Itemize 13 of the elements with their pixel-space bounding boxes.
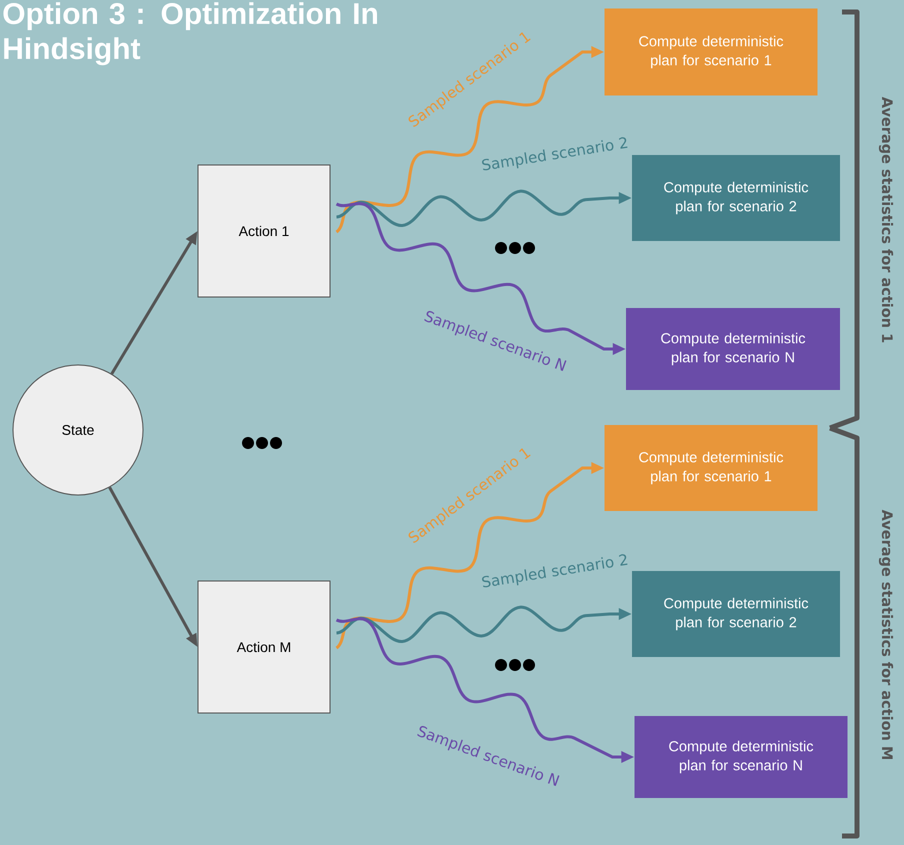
- plan-box: Compute deterministic plan for scenario 2: [632, 571, 840, 657]
- plan-box: Compute deterministic plan for scenario N: [626, 308, 840, 390]
- plan-box: Compute deterministic plan for scenario 1: [604, 8, 818, 96]
- plan-box: Compute deterministic plan for scenario 1: [604, 425, 818, 511]
- bracket-label: Average statistics for action M: [878, 510, 894, 760]
- bracket-label: Average statistics for action 1: [878, 96, 894, 342]
- action-box: Action 1: [198, 164, 330, 298]
- plan-box: Compute deterministic plan for scenario 2: [632, 155, 840, 241]
- edge-label: Sampled scenario 2: [482, 554, 628, 588]
- plan-box: Compute deterministic plan for scenario N: [634, 716, 848, 798]
- action-box: Action M: [198, 580, 330, 714]
- title: Option 3 : Optimization In Hindsight: [3, 2, 377, 66]
- edge-label: Sampled scenario 2: [482, 137, 628, 170]
